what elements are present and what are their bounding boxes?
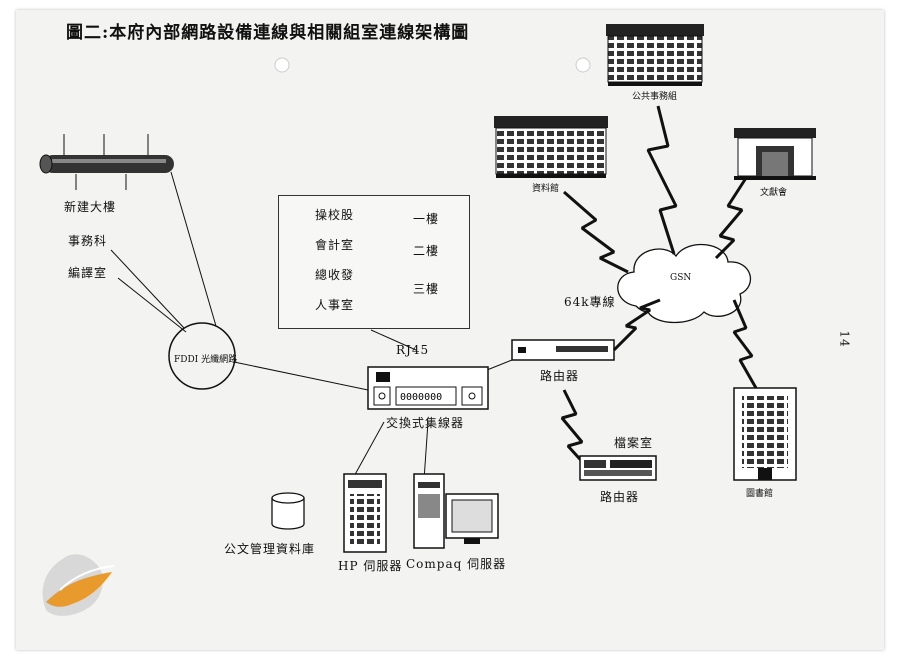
bolt-culture [714,177,748,260]
binder-hole-right [575,57,591,73]
fddi-ring-icon [168,322,236,390]
diagram-sheet: 0000000 [16,10,884,650]
switch-icon: 0000000 [367,366,489,410]
office-unit-3: 總收發 [315,268,355,282]
compaq-server-icon [413,473,499,549]
logo-watermark-icon [42,554,115,616]
page-marker: 14 [837,330,852,348]
label-public-affairs: 公共事務組 [632,92,678,102]
building-culture-icon [734,128,816,180]
fddi-cable-icon [39,134,174,174]
label-new-building: 新建大樓 [64,200,117,214]
label-editing-room: 編譯室 [68,266,108,280]
network-diagram: 0000000 [39,24,816,616]
label-files-room: 檔案室 [614,436,654,450]
label-database: 公文管理資料庫 [224,542,316,556]
label-library: 圖書館 [746,489,774,499]
office-floor-3: 三樓 [413,282,440,296]
bolt-archive [563,190,629,274]
label-culture: 文獻會 [760,188,788,198]
office-floor-box: 操校股 一樓 會計室 二樓 總收發 三樓 人事室 [278,195,470,329]
bolt-router [612,298,661,352]
bolt-files [560,389,590,470]
diagram-title: 圖二:本府內部網路設備連線與相關組室連線架構圖 [66,23,470,43]
bolt-library [732,299,758,389]
office-unit-4: 人事室 [315,298,355,312]
svg-text:0000000: 0000000 [400,392,442,403]
label-archive: 資料館 [532,184,560,194]
label-router-files: 路由器 [600,490,640,504]
office-floor-2: 二樓 [413,244,440,258]
label-rj45: RJ45 [396,343,430,357]
bolt-public [646,105,678,255]
office-unit-1: 操校股 [315,208,355,222]
wan-links [560,105,758,470]
gsn-cloud-icon [617,243,751,324]
building-public-affairs-icon [606,24,704,86]
binder-hole-left [274,57,290,73]
hp-server-icon [343,473,387,553]
building-archive-icon [494,116,608,178]
office-unit-2: 會計室 [315,238,355,252]
backbone-links [75,171,513,481]
router-files-icon [579,455,657,481]
label-gsn: GSN [670,273,692,283]
label-switch: 交換式集線器 [386,416,465,430]
label-affairs-dept: 事務科 [68,234,108,248]
label-fddi: FDDI 光纖網路 [174,355,238,365]
building-library-icon [733,387,797,481]
label-hp-server: HP 伺服器 [338,559,403,573]
router-main-icon [511,339,615,361]
label-64k-line: 64k專線 [564,295,616,309]
database-icon [271,492,305,530]
label-router-main: 路由器 [540,369,580,383]
label-compaq-server: Compaq 伺服器 [406,557,507,571]
office-floor-1: 一樓 [413,212,440,226]
